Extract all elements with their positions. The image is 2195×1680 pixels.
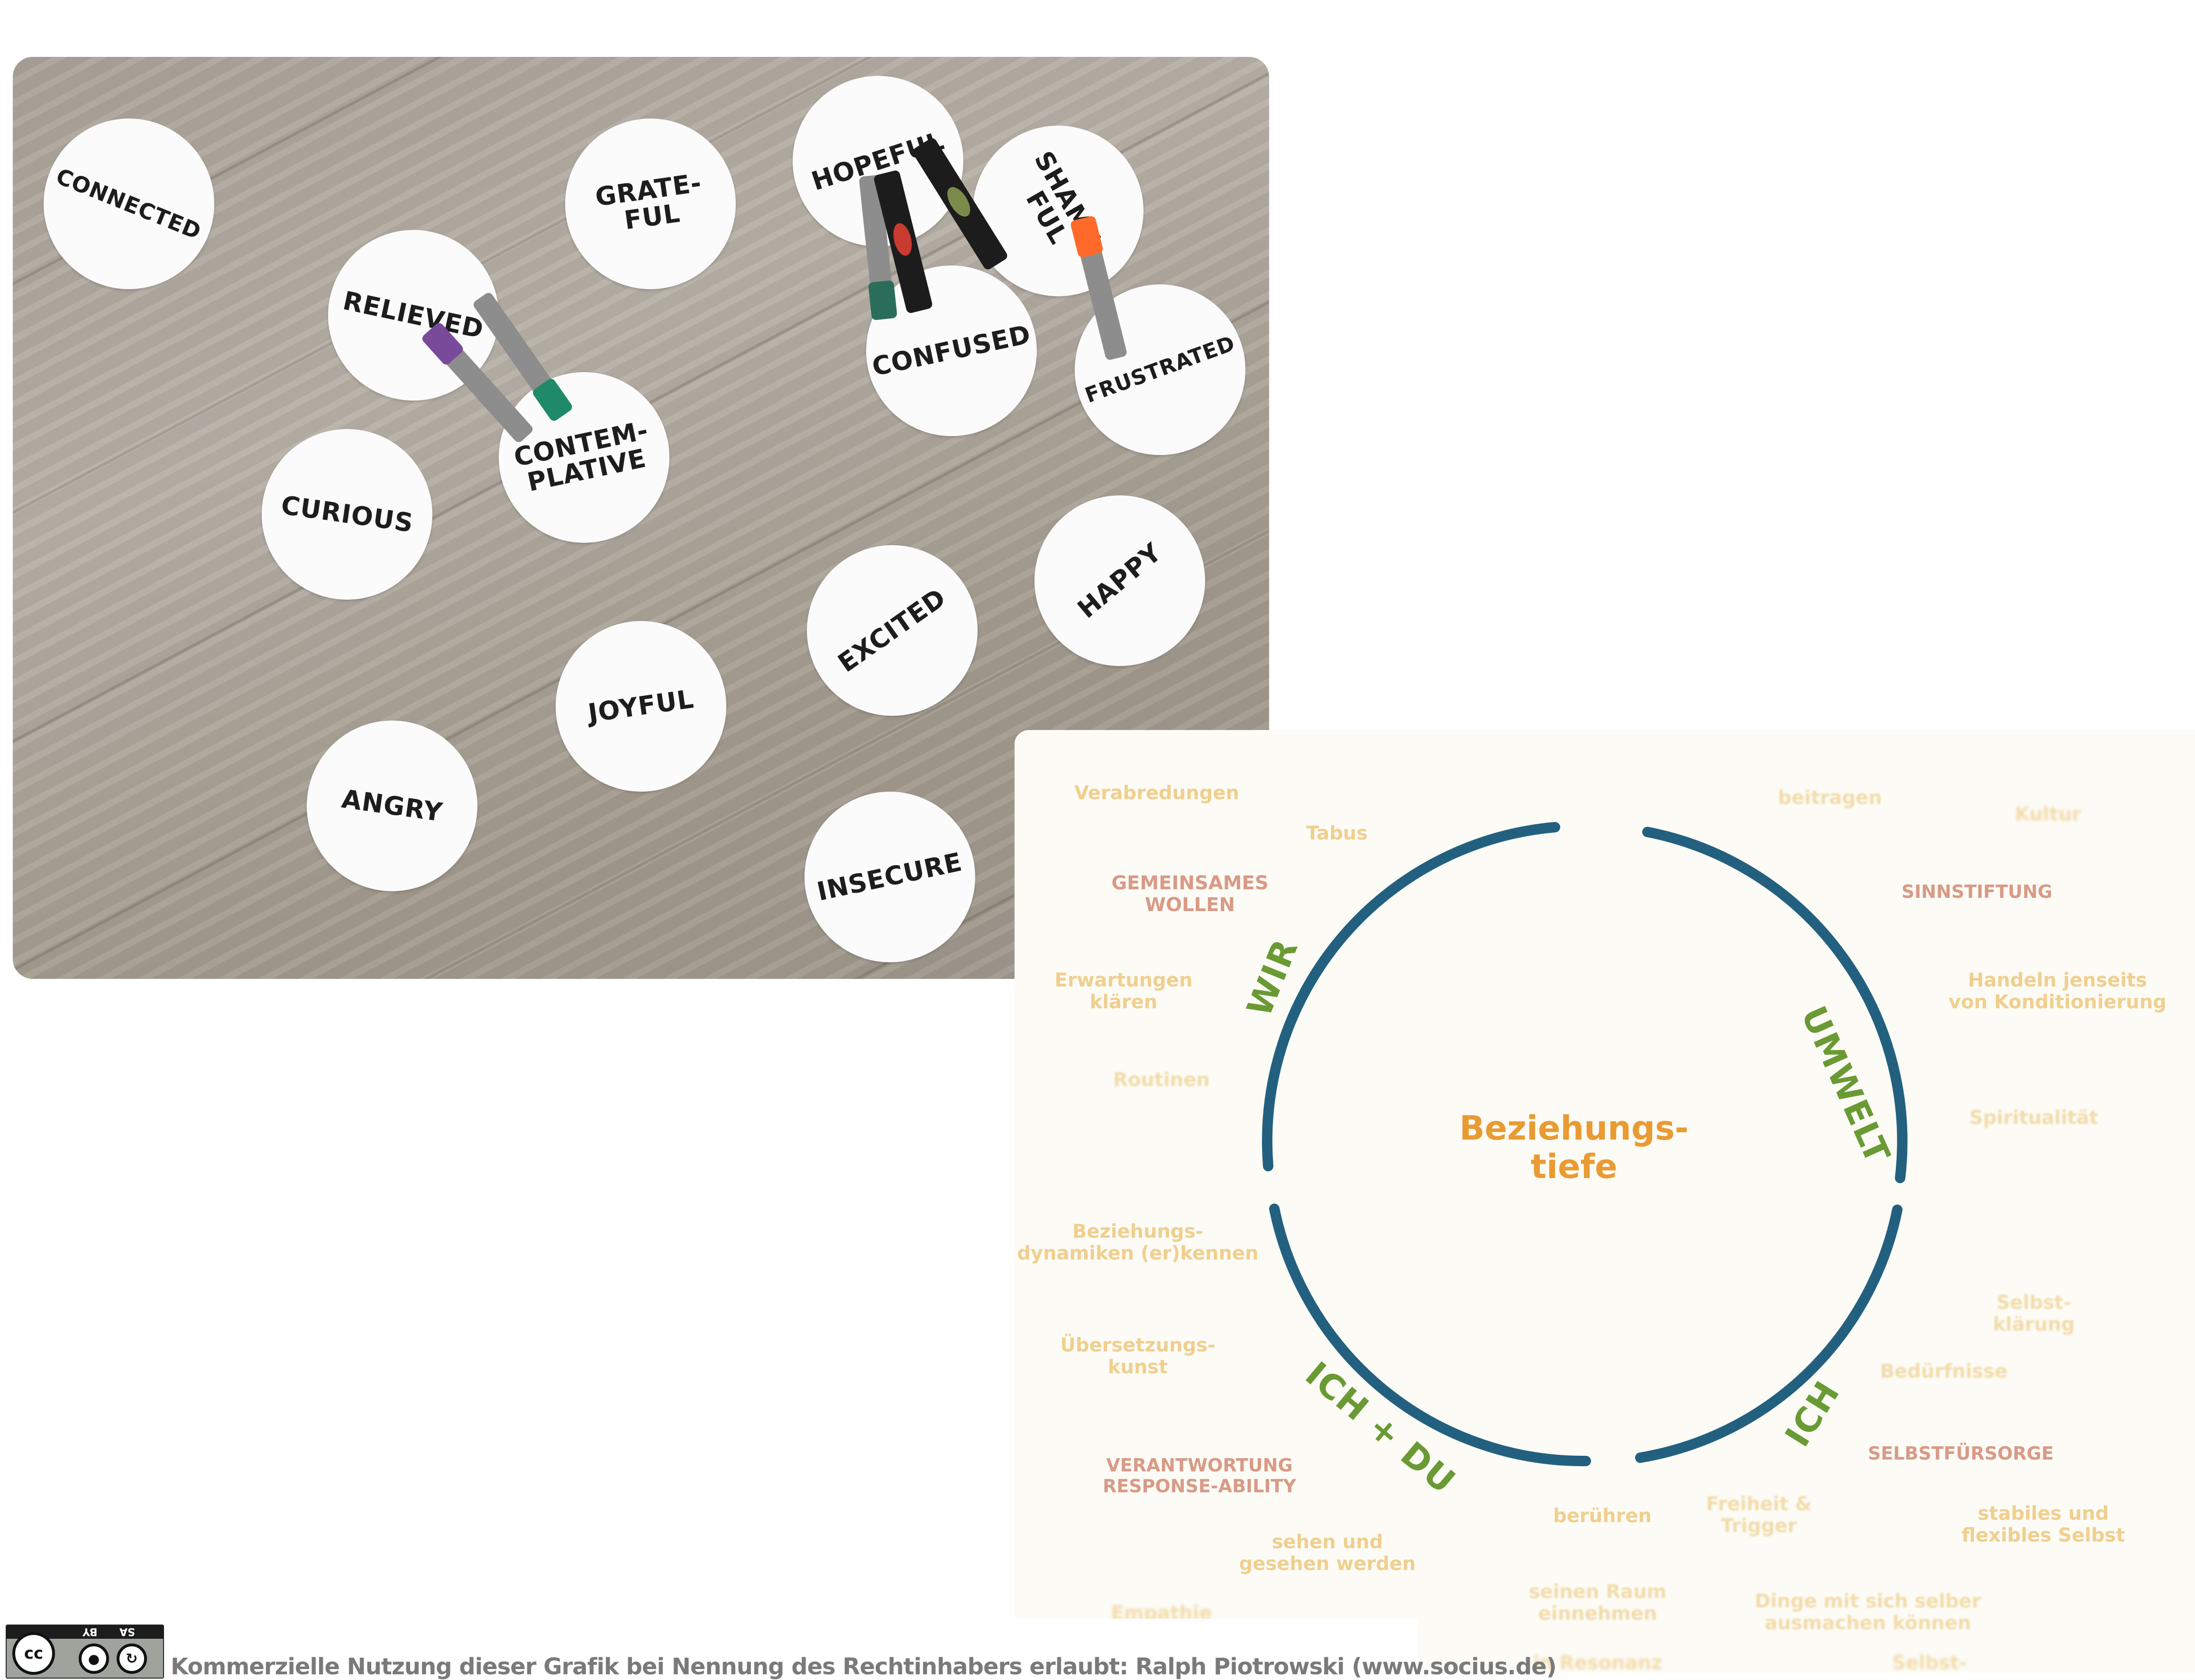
- label-sehen: sehen und gesehen werden: [1239, 1531, 1416, 1575]
- label-seinen-raum: seinen Raum einnehmen: [1528, 1581, 1667, 1625]
- label-handeln: Handeln jenseits von Konditionierung: [1948, 969, 2167, 1013]
- emotion-card: CONTEM- PLATIVE: [499, 372, 669, 543]
- attribution-icon: ●: [79, 1643, 109, 1674]
- label-erwartungen: Erwartungen klären: [1054, 969, 1193, 1013]
- emotion-card-text: HAPPY: [1071, 537, 1168, 624]
- label-selbst: Selbst-: [1892, 1652, 1967, 1674]
- label-beduerfnisse: Bedürfnisse: [1880, 1360, 2008, 1382]
- emotion-card: CURIOUS: [262, 429, 432, 600]
- emotion-card: CONNECTED: [44, 119, 214, 289]
- ring-segment-wir: [1262, 822, 1560, 1171]
- ring-svg: [1262, 822, 1908, 1467]
- label-gemeinsames-wollen: GEMEINSAMES WOLLEN: [1111, 872, 1269, 916]
- label-beziehungsdynamiken: Beziehungs- dynamiken (er)kennen: [1017, 1221, 1259, 1264]
- marker-cap: [868, 280, 897, 320]
- emotion-card-text: EXCITED: [832, 582, 951, 678]
- emotion-card-text: GRATE- FUL: [593, 168, 704, 236]
- cc-icon: cc: [12, 1632, 55, 1675]
- emotion-card-text: ANGRY: [339, 784, 445, 828]
- label-uebersetzungskunst: Übersetzungs- kunst: [1060, 1334, 1216, 1378]
- label-selbstfuersorge: SELBSTFÜRSORGE: [1868, 1443, 2054, 1464]
- label-in-resonanz: in Resonanz: [1533, 1652, 1663, 1674]
- emotion-card: GRATE- FUL: [565, 119, 736, 289]
- footer-band: [156, 1619, 1418, 1673]
- cc-by-sa-badge[interactable]: BY SA cc ● ↻: [6, 1625, 164, 1679]
- emotion-card-text: CURIOUS: [279, 490, 415, 538]
- emotion-card-text: RELIEVED: [340, 285, 487, 345]
- license-notice: Kommerzielle Nutzung dieser Grafik bei N…: [171, 1653, 1557, 1680]
- label-beruehren: berühren: [1553, 1505, 1652, 1527]
- label-kultur: Kultur: [2015, 803, 2081, 825]
- label-routinen: Routinen: [1113, 1069, 1210, 1091]
- label-spiritualitaet: Spiritualität: [1969, 1107, 2098, 1129]
- emotion-card: HAPPY: [1034, 495, 1205, 666]
- emotion-card: SHAME- FUL: [973, 126, 1143, 296]
- center-title: Beziehungs- tiefe: [1459, 1109, 1689, 1186]
- cc-icon-text: cc: [24, 1644, 44, 1663]
- emotion-card-text: CONFUSED: [869, 319, 1033, 382]
- emotion-card-text: INSECURE: [814, 847, 965, 907]
- cc-by-text: BY: [82, 1625, 98, 1637]
- emotion-card: JOYFUL: [556, 621, 726, 792]
- label-tabus: Tabus: [1306, 822, 1368, 844]
- marker-cap: [942, 183, 975, 220]
- emotion-card-text: JOYFUL: [586, 684, 696, 728]
- label-freiheit: Freiheit & Trigger: [1706, 1493, 1812, 1537]
- emotion-card: EXCITED: [807, 545, 978, 716]
- emotion-card: INSECURE: [805, 792, 975, 962]
- label-dinge: Dinge mit sich selber ausmachen können: [1755, 1590, 1981, 1634]
- emotion-card-text: CONNECTED: [53, 163, 205, 245]
- label-verabredungen: Verabredungen: [1074, 782, 1239, 804]
- ring-segment-ich: [1635, 1205, 1902, 1463]
- cc-sa-text: SA: [119, 1625, 135, 1637]
- share-alike-icon: ↻: [117, 1643, 147, 1674]
- label-sinnstiftung: SINNSTIFTUNG: [1901, 881, 2053, 902]
- marker-cap: [890, 221, 915, 258]
- relationship-depth-diagram: Beziehungs- tiefe WIR UMWELT ICH ICH + D…: [1015, 730, 2195, 1674]
- emotion-card: ANGRY: [307, 721, 477, 891]
- ring-segment-umwelt: [1642, 827, 1908, 1183]
- emotion-card-text: CONTEM- PLATIVE: [511, 415, 651, 498]
- label-selbstklaerung: Selbst- klärung: [1993, 1292, 2075, 1335]
- label-stabiles: stabiles und flexibles Selbst: [1961, 1503, 2125, 1546]
- label-beitragen: beitragen: [1778, 787, 1882, 809]
- ring-segment-ich-du: [1269, 1204, 1591, 1467]
- label-verantwortung: VERANTWORTUNG RESPONSE-ABILITY: [1103, 1455, 1296, 1497]
- emotion-cards-photo: CONNECTED GRATE- FUL HOPEFUL SHAME- FUL …: [13, 57, 1269, 979]
